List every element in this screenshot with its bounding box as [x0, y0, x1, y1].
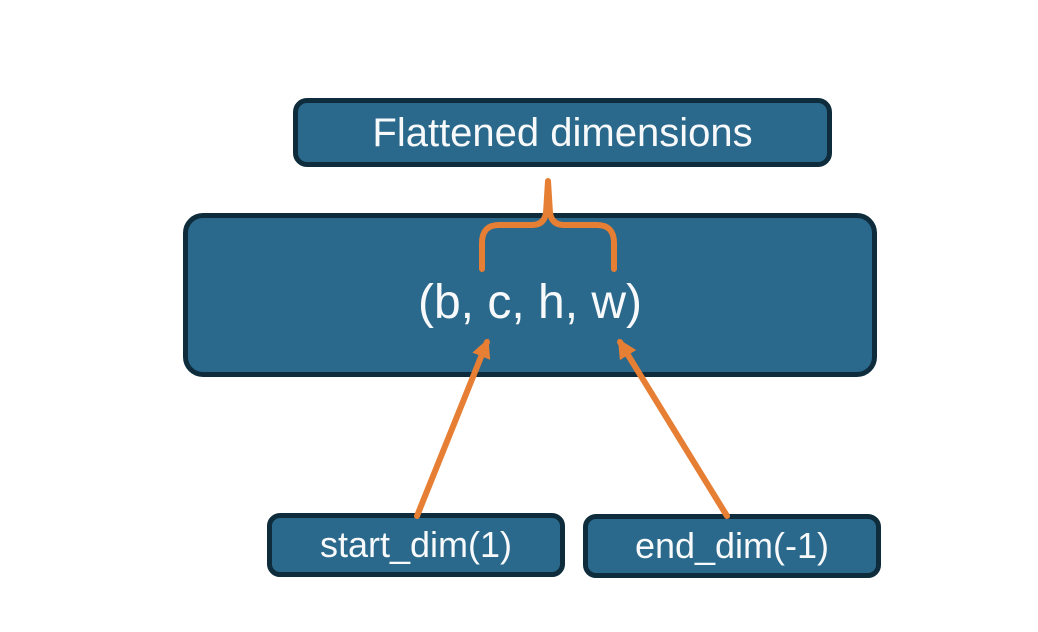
start-dim-label: start_dim(1) — [319, 524, 513, 565]
end-dim-label: end_dim(-1) — [634, 525, 830, 566]
flattened-dimensions-box: Flattened dimensions — [293, 98, 832, 167]
flattened-dimensions-label: Flattened dimensions — [372, 110, 753, 155]
tensor-shape-box: (b, c, h, w) — [183, 213, 877, 377]
end-dim-box: end_dim(-1) — [583, 514, 881, 578]
start-dim-box: start_dim(1) — [267, 513, 565, 577]
tensor-shape-label: (b, c, h, w) — [417, 276, 643, 329]
